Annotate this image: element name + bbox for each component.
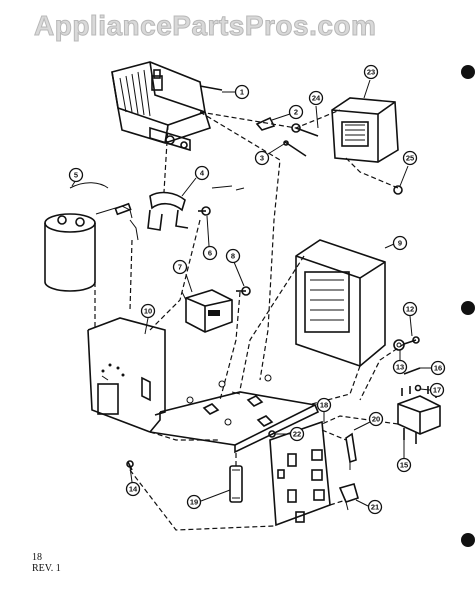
callout-21: 21 xyxy=(355,499,383,515)
callout-12: 12 xyxy=(402,301,418,337)
callout-17: 17 xyxy=(419,382,445,398)
assembly-lines xyxy=(94,109,405,531)
callout-22: 22 xyxy=(275,426,305,442)
svg-text:19: 19 xyxy=(190,498,198,507)
callout-10: 10 xyxy=(140,303,156,335)
svg-text:5: 5 xyxy=(74,171,78,180)
svg-text:17: 17 xyxy=(433,386,441,395)
binder-hole xyxy=(461,533,475,547)
callout-20: 20 xyxy=(353,411,384,431)
scan-mark xyxy=(211,185,245,191)
svg-text:7: 7 xyxy=(178,263,182,272)
svg-text:18: 18 xyxy=(320,401,328,410)
callout-9: 9 xyxy=(384,235,408,251)
callout-19: 19 xyxy=(186,489,231,510)
callout-8: 8 xyxy=(225,248,245,287)
binder-hole xyxy=(461,65,475,79)
svg-text:14: 14 xyxy=(129,485,138,494)
magnetron xyxy=(111,61,223,152)
svg-text:2: 2 xyxy=(294,108,298,117)
callout-5: 5 xyxy=(68,167,84,187)
callout-18: 18 xyxy=(316,397,332,422)
revision-label: REV. 1 xyxy=(32,563,61,574)
svg-text:15: 15 xyxy=(400,461,408,470)
thermistor xyxy=(345,432,357,470)
svg-text:20: 20 xyxy=(372,415,380,424)
svg-text:12: 12 xyxy=(406,305,414,314)
hv-capacitor xyxy=(44,182,139,292)
callout-16: 16 xyxy=(420,360,446,376)
svg-text:6: 6 xyxy=(208,249,212,258)
callout-4: 4 xyxy=(181,165,210,197)
callout-6: 6 xyxy=(202,215,218,261)
callout-25: 25 xyxy=(399,150,418,187)
callout-7: 7 xyxy=(172,259,193,293)
watermark: AppliancePartsPros.com xyxy=(33,10,377,42)
callout-2: 2 xyxy=(271,104,304,121)
svg-text:9: 9 xyxy=(398,239,402,248)
thermal-relay xyxy=(181,289,233,333)
svg-text:23: 23 xyxy=(367,68,375,77)
svg-text:16: 16 xyxy=(434,364,442,373)
svg-text:8: 8 xyxy=(231,252,235,261)
svg-text:10: 10 xyxy=(144,307,152,316)
svg-text:21: 21 xyxy=(371,503,379,512)
callout-14: 14 xyxy=(125,466,141,497)
capacitor-bracket xyxy=(147,191,189,231)
svg-text:25: 25 xyxy=(406,154,414,163)
callout-23: 23 xyxy=(363,64,379,99)
callout-13: 13 xyxy=(392,350,408,375)
page-number: 18 xyxy=(32,552,42,563)
screws xyxy=(126,116,422,471)
control-chassis xyxy=(87,317,320,454)
callout-1: 1 xyxy=(222,84,250,100)
callout-3: 3 xyxy=(254,143,285,166)
svg-text:3: 3 xyxy=(260,154,264,163)
hv-transformer xyxy=(295,239,386,367)
binder-hole xyxy=(461,301,475,315)
terminal-connector xyxy=(338,483,359,511)
svg-text:1: 1 xyxy=(240,88,244,97)
filament-transformer xyxy=(331,97,399,163)
svg-text:13: 13 xyxy=(396,363,404,372)
svg-text:22: 22 xyxy=(293,430,301,439)
svg-text:24: 24 xyxy=(312,94,321,103)
fuse xyxy=(229,465,243,503)
svg-text:4: 4 xyxy=(200,169,205,178)
callout-15: 15 xyxy=(396,440,412,473)
callout-24: 24 xyxy=(308,90,324,129)
